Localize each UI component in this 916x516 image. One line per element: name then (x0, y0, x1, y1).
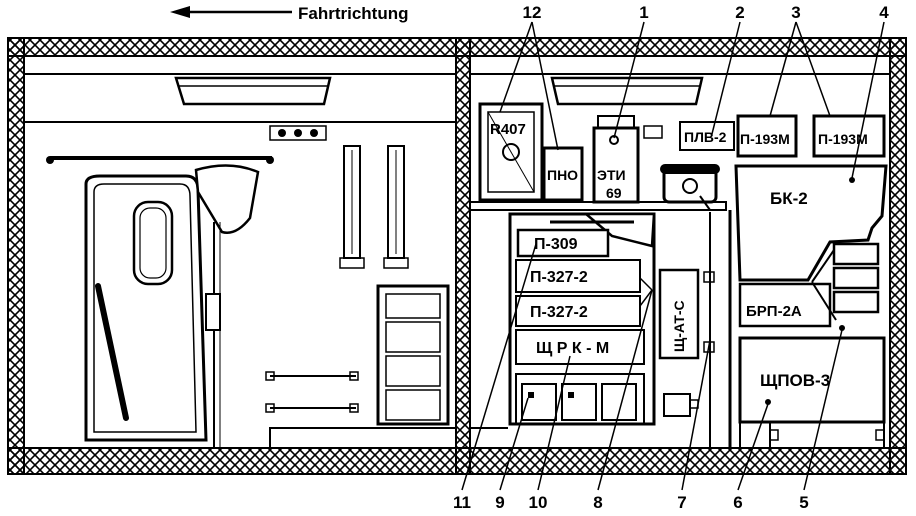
shchpov-label: ЩПОВ-3 (760, 371, 830, 390)
callout-8: 8 (593, 493, 602, 512)
callout-12: 12 (523, 3, 542, 22)
callout-2: 2 (735, 3, 744, 22)
shchpov-unit: ЩПОВ-3 (738, 336, 886, 448)
switch-panel (269, 125, 327, 141)
callout-10: 10 (529, 493, 548, 512)
shchrk-label: Щ Р К - М (536, 340, 609, 357)
wall-hooks (265, 371, 359, 413)
bk2-label: БК-2 (770, 189, 808, 208)
side-drawers (811, 242, 880, 321)
seat (194, 164, 260, 448)
small-rack (376, 284, 450, 426)
brp-unit: БРП-2А (738, 282, 845, 331)
eti-unit: ЭТИ 69 (592, 115, 640, 204)
p327-label-b: П-327-2 (530, 304, 588, 321)
bk2-cabinet: БК-2 (734, 164, 888, 282)
telephone-icon (660, 164, 720, 204)
shchat-unit: Щ-АТ-С (658, 268, 700, 360)
door (84, 174, 208, 442)
leader-lines (461, 21, 885, 491)
callout-11: 11 (453, 493, 471, 512)
shchat-label: Щ-АТ-С (671, 300, 687, 352)
callout-numbers: 1 2 3 4 5 6 7 8 9 10 11 12 (453, 3, 889, 512)
callout-7: 7 (677, 493, 686, 512)
p309-label: П-309 (534, 236, 578, 253)
pno-unit: ПНО (542, 146, 584, 202)
callout-3: 3 (791, 3, 800, 22)
plv-label: ПЛВ-2 (684, 129, 727, 145)
battery-row (515, 373, 645, 425)
shchrk-unit: Щ Р К - М (515, 329, 645, 365)
plv-unit: ПЛВ-2 (679, 121, 735, 151)
callout-4: 4 (879, 3, 889, 22)
eti-number: 69 (606, 185, 622, 201)
p327-unit-a: П-327-2 (515, 259, 641, 293)
callout-5: 5 (799, 493, 808, 512)
lamp-right (383, 145, 409, 269)
r407-label: R407 (490, 121, 526, 138)
callout-9: 9 (495, 493, 504, 512)
callout-6: 6 (733, 493, 742, 512)
power-box (663, 393, 699, 417)
vehicle-walls (7, 37, 907, 475)
p193-label-a: П-193М (740, 131, 790, 147)
brp-label: БРП-2А (746, 303, 802, 320)
callout-1: 1 (639, 3, 648, 22)
eti-label: ЭТИ (597, 167, 626, 183)
handrail (46, 156, 274, 164)
left-compartment (24, 73, 457, 449)
r407-unit: R407 (478, 102, 544, 202)
floor-step (269, 427, 457, 449)
wall-socket (643, 125, 663, 139)
p193-label-b: П-193М (818, 131, 868, 147)
pno-label: ПНО (547, 167, 578, 183)
p193-unit-b: П-193М (812, 114, 886, 158)
lamp-left (339, 145, 365, 269)
direction-arrow-icon (170, 6, 292, 18)
p193-unit-a: П-193М (736, 114, 798, 158)
p327-label-a: П-327-2 (530, 269, 588, 286)
direction-label: Fahrtrichtung (298, 4, 409, 23)
p309-unit: П-309 (516, 228, 610, 258)
p327-unit-b: П-327-2 (515, 295, 641, 327)
